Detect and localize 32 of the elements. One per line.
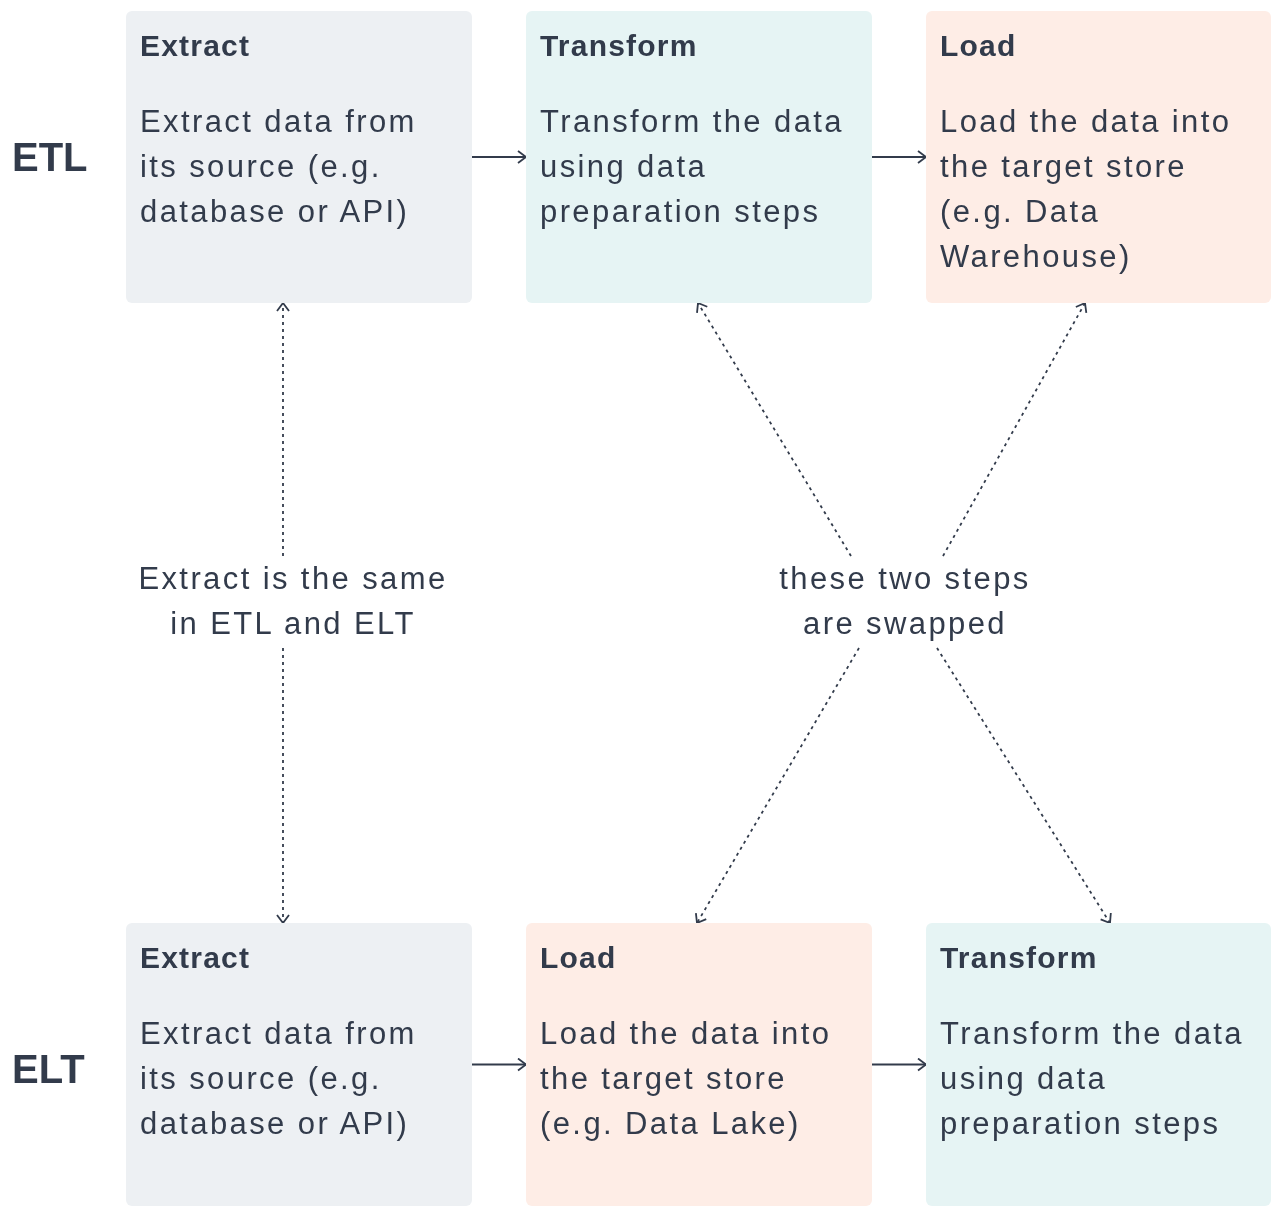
process-box xyxy=(926,923,1271,1206)
step-description: Load the data into the target store (e.g. Data Warehouse) xyxy=(940,103,1233,276)
step-description: Load the data into the target store (e.g. Data Lake) xyxy=(540,1015,833,1143)
step-title: Load xyxy=(940,29,1018,63)
step-title: Extract xyxy=(140,941,252,975)
annotation-text: Extract is the same in ETL and ELT xyxy=(128,556,458,646)
process-box xyxy=(126,923,472,1206)
row-label: ETL xyxy=(12,134,88,181)
process-box xyxy=(526,923,872,1206)
step-description: Transform the data using data preparation steps xyxy=(940,1015,1245,1143)
dashed-arrow xyxy=(695,647,860,924)
arrow xyxy=(871,1057,927,1072)
dashed-arrow xyxy=(276,302,290,557)
step-title: Transform xyxy=(540,29,699,63)
annotation-text: these two steps are swapped xyxy=(765,556,1045,646)
dashed-arrow xyxy=(936,647,1112,924)
process-box xyxy=(126,11,472,303)
step-description: Transform the data using data preparation steps xyxy=(540,103,845,231)
arrow xyxy=(471,1057,527,1072)
step-description: Extract data from its source (e.g. database or API) xyxy=(140,103,418,231)
dashed-arrow xyxy=(696,302,852,557)
row-label: ELT xyxy=(12,1046,85,1093)
arrow xyxy=(871,150,927,164)
dashed-arrow xyxy=(276,647,290,924)
process-box xyxy=(526,11,872,303)
arrow xyxy=(471,150,527,164)
dashed-arrow xyxy=(942,302,1088,557)
process-box xyxy=(926,11,1271,303)
step-title: Load xyxy=(540,941,618,975)
step-title: Transform xyxy=(940,941,1099,975)
step-title: Extract xyxy=(140,29,252,63)
step-description: Extract data from its source (e.g. database or API) xyxy=(140,1015,418,1143)
